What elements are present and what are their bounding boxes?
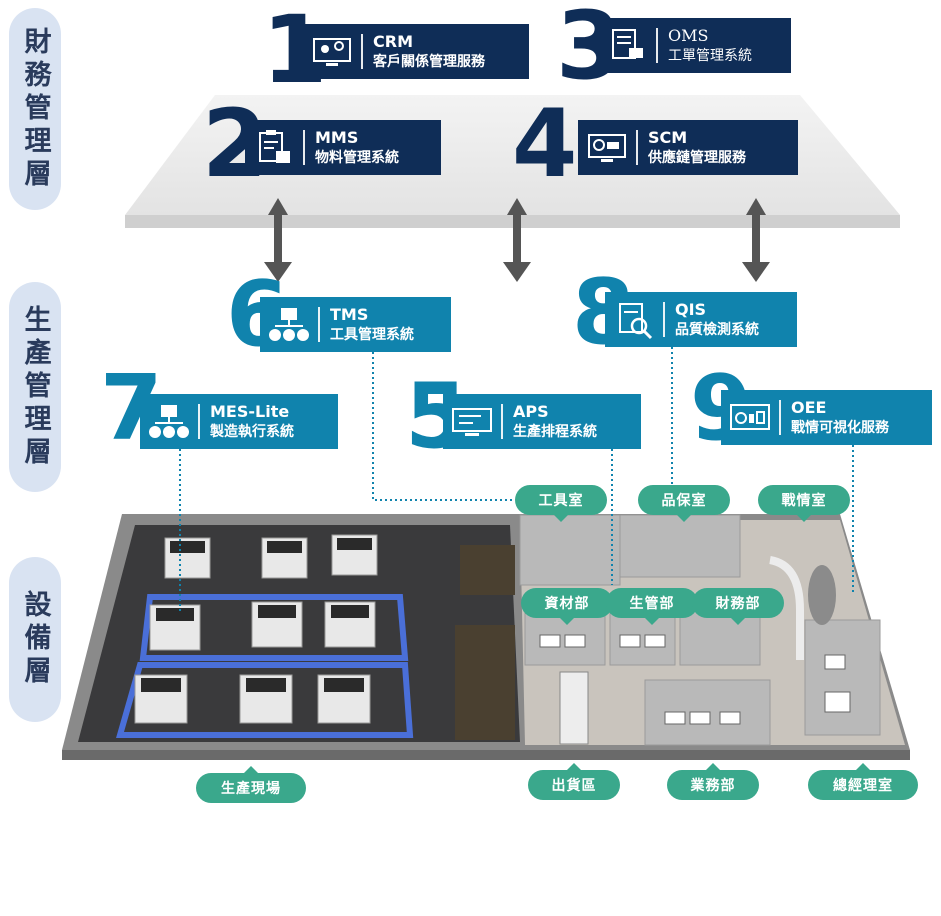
oms-code: OMS [668, 25, 709, 45]
qis-card[interactable]: QIS 品質檢測系統 [605, 292, 797, 347]
mes-card[interactable]: MES-Lite 製造執行系統 [140, 394, 338, 449]
room-sales[interactable]: 業務部 [667, 763, 759, 800]
sync-arrow-1 [264, 198, 292, 282]
crm-icon [303, 24, 361, 79]
layer-finance: 財務管理層 [9, 8, 61, 210]
room-finance[interactable]: 財務部 [692, 588, 784, 625]
scm-number: 4 [512, 90, 578, 199]
crm-code: CRM [373, 31, 413, 51]
room-gm-office[interactable]: 總經理室 [808, 763, 918, 800]
mms-code: MMS [315, 127, 359, 147]
oee-code: OEE [791, 397, 827, 417]
sync-arrow-3 [742, 198, 770, 282]
mes-name: 製造執行系統 [210, 423, 294, 440]
mes-code: MES-Lite [210, 401, 290, 421]
crm-name: 客戶關係管理服務 [373, 53, 485, 70]
sync-arrow-2 [503, 198, 531, 282]
tms-name: 工具管理系統 [330, 326, 414, 343]
aps-name: 生產排程系統 [513, 423, 597, 440]
aps-code: APS [513, 401, 549, 421]
oms-icon [598, 18, 656, 73]
oee-icon [721, 390, 779, 445]
room-production-mgmt-label: 生管部 [629, 596, 675, 612]
room-war-room-label: 戰情室 [781, 493, 827, 509]
room-shipping-label: 出貨區 [551, 778, 597, 794]
layer-equipment-label: 設備層 [19, 590, 51, 689]
room-finance-label: 財務部 [715, 596, 761, 612]
aps-icon [443, 394, 501, 449]
room-production-mgmt[interactable]: 生管部 [606, 588, 698, 625]
qis-icon [605, 292, 663, 347]
room-sales-label: 業務部 [690, 778, 736, 794]
qis-name: 品質檢測系統 [675, 321, 759, 338]
crm-card[interactable]: CRM 客戶關係管理服務 [303, 24, 529, 79]
layer-equipment: 設備層 [9, 557, 61, 722]
oms-name: 工單管理系統 [668, 47, 752, 64]
room-production-floor-label: 生產現場 [221, 781, 281, 797]
room-materials[interactable]: 資材部 [521, 588, 613, 625]
aps-card[interactable]: APS 生產排程系統 [443, 394, 641, 449]
oee-card[interactable]: OEE 戰情可視化服務 [721, 390, 932, 445]
qis-code: QIS [675, 299, 707, 319]
room-qa[interactable]: 品保室 [638, 485, 730, 522]
layer-production-label: 生產管理層 [19, 304, 51, 470]
room-tool-room-label: 工具室 [538, 493, 584, 509]
mms-card[interactable]: MMS 物料管理系統 [245, 120, 441, 175]
oms-card[interactable]: OMS 工單管理系統 [598, 18, 791, 73]
scm-code: SCM [648, 127, 688, 147]
scm-card[interactable]: SCM 供應鏈管理服務 [578, 120, 798, 175]
layer-finance-label: 財務管理層 [19, 26, 51, 192]
room-shipping[interactable]: 出貨區 [528, 763, 620, 800]
oee-name: 戰情可視化服務 [791, 419, 889, 436]
scm-name: 供應鏈管理服務 [648, 149, 746, 166]
tms-icon [260, 297, 318, 352]
room-war-room[interactable]: 戰情室 [758, 485, 850, 522]
room-qa-label: 品保室 [661, 493, 707, 509]
tms-code: TMS [330, 304, 369, 324]
layer-production: 生產管理層 [9, 282, 61, 492]
room-tool-room[interactable]: 工具室 [515, 485, 607, 522]
scm-icon [578, 120, 636, 175]
mms-icon [245, 120, 303, 175]
room-materials-label: 資材部 [544, 596, 590, 612]
mes-icon [140, 394, 198, 449]
mms-name: 物料管理系統 [315, 149, 399, 166]
tms-card[interactable]: TMS 工具管理系統 [260, 297, 451, 352]
room-gm-office-label: 總經理室 [833, 778, 893, 794]
room-production-floor[interactable]: 生產現場 [196, 766, 306, 803]
